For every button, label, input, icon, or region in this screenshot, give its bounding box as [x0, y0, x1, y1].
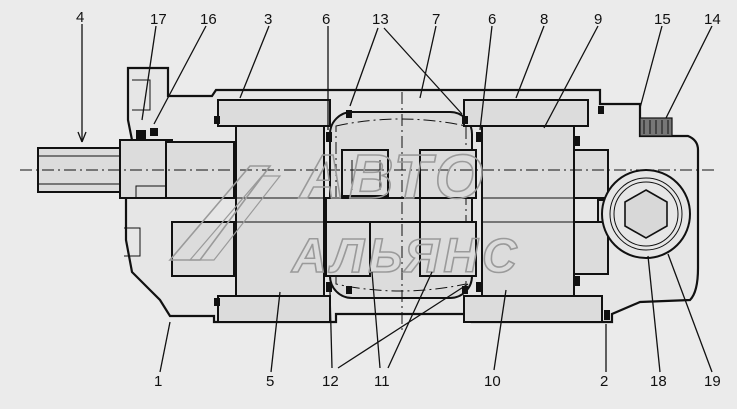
callout-12: 12: [322, 373, 339, 390]
callout-14: 14: [704, 11, 721, 28]
callout-19: 19: [704, 373, 721, 390]
callout-16: 16: [200, 11, 217, 28]
callout-8: 8: [540, 11, 548, 28]
callout-2: 2: [600, 373, 608, 390]
callout-4: 4: [76, 9, 84, 26]
callout-3: 3: [264, 11, 272, 28]
callout-17: 17: [150, 11, 167, 28]
callout-5: 5: [266, 373, 274, 390]
callout-9: 9: [594, 11, 602, 28]
gear-set-2: [481, 125, 575, 299]
callout-11: 11: [374, 373, 390, 390]
gear-set-1: [235, 125, 325, 299]
callout-15: 15: [654, 11, 671, 28]
callout-18: 18: [650, 373, 667, 390]
watermark-line-2: АЛЬЯНС: [291, 230, 521, 283]
callout-6-right: 6: [488, 11, 496, 28]
callout-10: 10: [484, 373, 501, 390]
watermark-line-1: АВТО: [298, 143, 487, 212]
callout-6-left: 6: [322, 11, 330, 28]
callout-1: 1: [154, 373, 162, 390]
hex-plug: [624, 189, 668, 239]
callout-7: 7: [432, 11, 440, 28]
callout-13: 13: [372, 11, 389, 28]
